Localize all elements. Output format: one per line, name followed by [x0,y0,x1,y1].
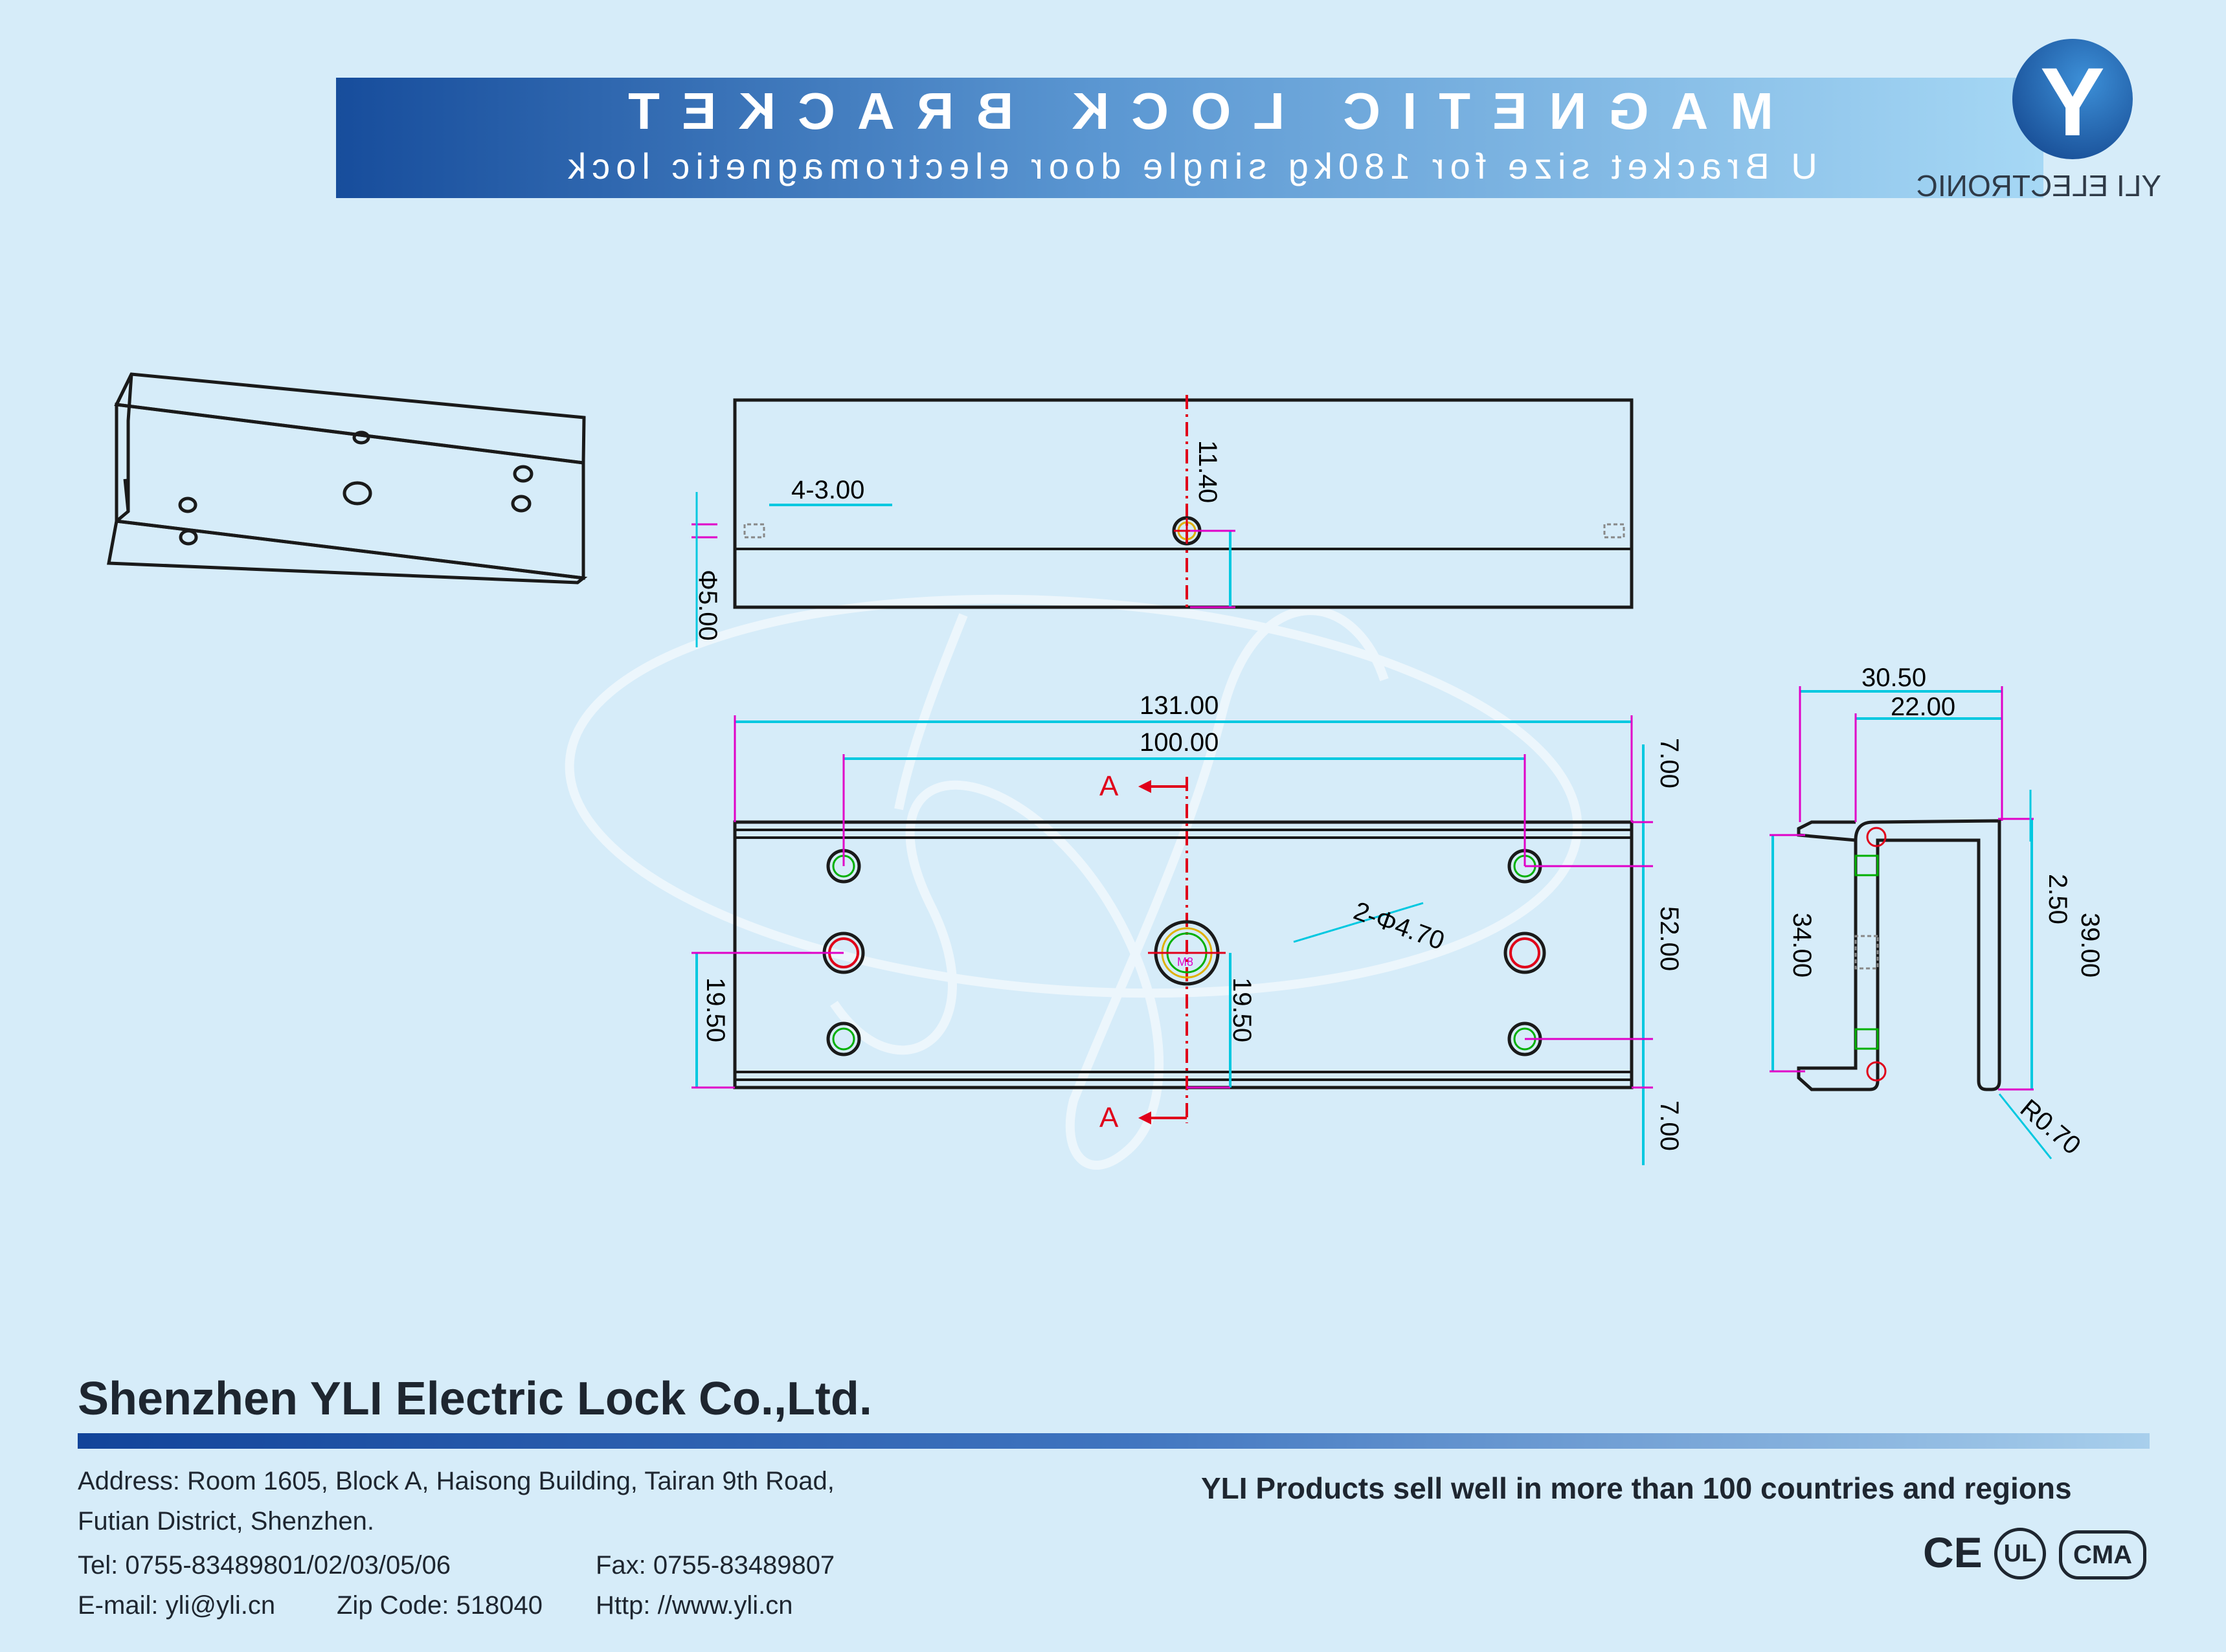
dim-2-phi-4-70: 2-Φ4.70 [1349,897,1448,956]
dim-19-50-center: 19.50 [1228,977,1256,1043]
section-label-bottom: A [1099,1102,1119,1133]
http-info: Http: //www.yli.cn [596,1591,793,1620]
dim-7-00-bottom: 7.00 [1655,1100,1683,1151]
side-view [1770,686,2052,1159]
section-label-top: A [1099,770,1119,802]
dim-2-50: 2.50 [2043,874,2072,924]
dim-39-00: 39.00 [2076,913,2104,978]
ul-icon: UL [1994,1528,2046,1579]
isometric-view [107,372,588,585]
cert-marks: CE UL CMA [1923,1528,2146,1579]
dim-r0-70: R0.70 [2014,1094,2086,1161]
tel-info: Tel: 0755-83489801/02/03/05/06 [78,1551,451,1579]
cma-icon: CMA [2059,1530,2146,1579]
dim-30-50: 30.50 [1861,664,1927,692]
dim-131-00: 131.00 [1140,691,1219,720]
m8-label: M8 [1177,955,1194,968]
front-view [691,715,1653,1165]
dim-phi-5-00: Φ5.00 [693,570,722,641]
slogan: YLI Products sell well in more than 100 … [1201,1471,2072,1505]
dim-34-00: 34.00 [1788,913,1816,978]
dim-100-00: 100.00 [1140,728,1219,757]
dim-7-00-top: 7.00 [1655,738,1683,788]
company-name: Shenzhen YLI Electric Lock Co.,Ltd. [78,1373,872,1425]
footer-divider [78,1433,2150,1449]
dim-52-00: 52.00 [1655,906,1683,972]
top-view [691,395,1634,647]
dim-22-00: 22.00 [1891,693,1956,721]
address-line-2: Futian District, Shenzhen. [78,1507,374,1535]
email-info: E-mail: yli@yli.cn [78,1591,276,1620]
dim-11-40: 11.40 [1193,440,1222,504]
zip-info: Zip Code: 518040 [337,1591,543,1620]
dim-19-50-left: 19.50 [701,977,730,1043]
ce-icon: CE [1923,1528,1983,1576]
fax-info: Fax: 0755-83489807 [596,1551,835,1579]
address-line-1: Address: Room 1605, Block A, Haisong Bui… [78,1467,835,1495]
dim-4-3-00: 4-3.00 [791,476,865,504]
